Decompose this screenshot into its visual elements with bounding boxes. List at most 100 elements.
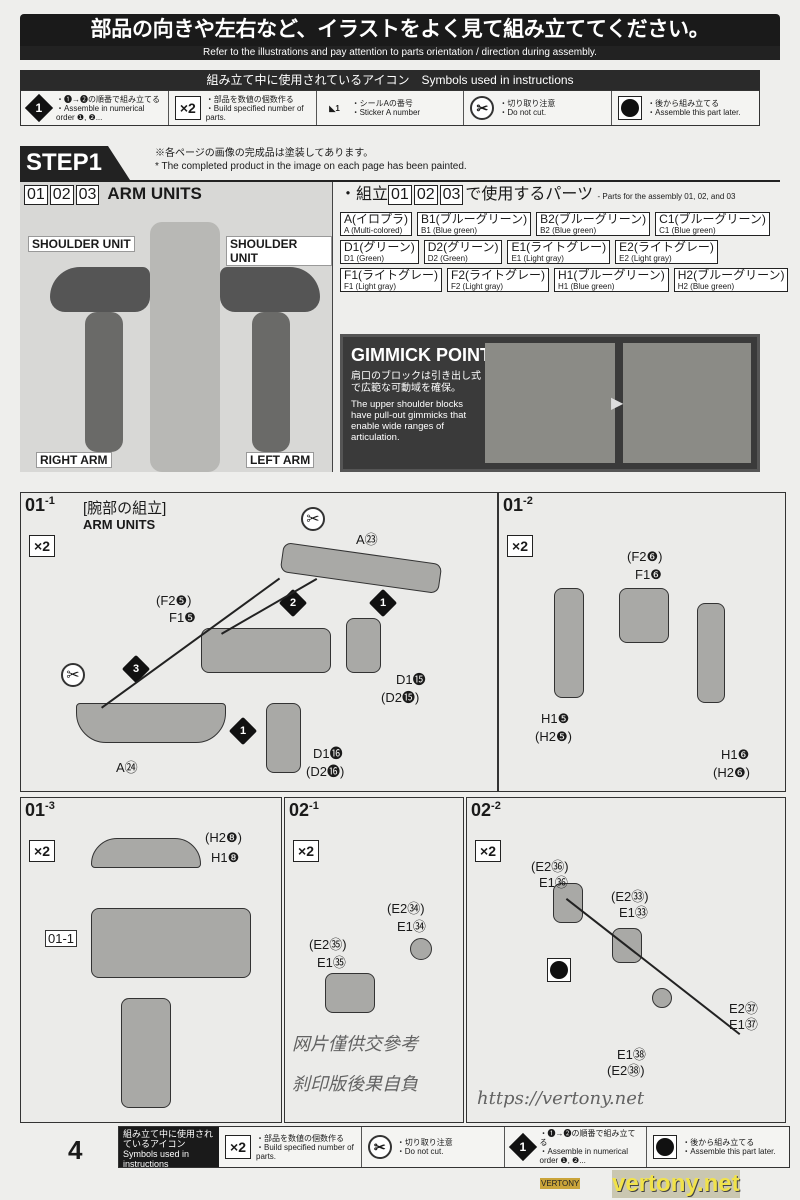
part-runner-label: D2(グリーン) [427,240,499,254]
part-runner-label: D1(グリーン)D1 (Green) [340,240,419,264]
part-runner-label: F2(ライトグレー)F2 (Light gray) [447,268,549,292]
part-runner-label: D1 (Green) [344,254,385,263]
shoulder-unit-label: SHOULDER UNIT [226,236,332,266]
part-label: (H2❽) [205,830,242,845]
symbols-title: 組み立て中に使用されているアイコン Symbols used in instru… [20,70,760,90]
part-runner-label: H1(ブルーグリーン) [558,268,665,282]
page-number: 4 [68,1135,83,1165]
watermark-text: 刹印版後果自負 [292,1074,418,1095]
part-runner-label: E1(ライトグレー)E1 (Light gray) [507,240,611,264]
part-runner-label: E2(ライトグレー) [619,240,714,254]
part-runner-label: E2 (Light gray) [619,254,672,263]
part-label: (F2❺) [156,593,192,608]
do-not-cut-icon: ✂ [367,1135,392,1159]
section-title-en: ARM UNITS [83,517,156,532]
part-runner-label: B1(ブルーグリーン)B1 (Blue green) [417,212,532,236]
part-runner-label: C1(ブルーグリーン) [659,212,766,226]
do-not-cut-icon: ✂ [301,507,325,531]
part-runner-label: A(イロプラ)A (Multi-colored) [340,212,412,236]
part-runner-label: B1 (Blue green) [421,226,478,235]
gimmick-text-ja: 肩口のブロックは引き出し式で広範な可動域を確保。 [351,371,481,394]
do-not-cut-icon: ✂ [470,96,495,120]
gimmick-title: GIMMICK POINT [351,345,491,365]
step-note: ※各ページの画像の完成品は塗装してあります。* The completed pr… [155,148,467,172]
step-number-icon: 1 [228,716,258,746]
section-02-2: 02-2 ×2 (E2㊱) E1㊱ (E2㉝) E1㉝ E2㊲ E1㊲ E1㊳ … [466,797,786,1123]
part-runner-label: C1(ブルーグリーン)C1 (Blue green) [655,212,770,236]
part-label: E1㉞ [397,919,426,934]
symbol-build-count: ×2・部品を数値の個数作る・Build specified number of … [169,91,317,125]
part-label: E1㉟ [317,955,346,970]
watermark-badge: VERTONY [540,1178,581,1189]
part-label: D1⓰ [313,746,343,761]
part-runner-label: A (Multi-colored) [344,226,403,235]
part-label: F1❺ [169,610,196,625]
part-label: H1❻ [721,747,750,762]
part-runner-label: E2(ライトグレー)E2 (Light gray) [615,240,718,264]
part-label: (E2㉟) [309,937,347,952]
part-runner-label: H2 (Blue green) [677,282,735,291]
part-label: (E2㊱) [531,859,569,874]
section-02-1: 02-1 ×2 (E2㉞) E1㉞ (E2㉟) E1㉟ [284,797,464,1123]
part-label: (H2❺) [535,729,572,744]
symbol-sticker: ◣1・シールAの番号・Sticker A number [317,91,465,125]
x2-icon: ×2 [29,535,55,557]
x2-icon: ×2 [225,1135,251,1159]
sticker-icon: ◣1 [329,103,340,113]
part-label: H1❽ [211,850,240,865]
page-title: 部品の向きや左右など、イラストをよく見て組み立ててください。 [20,14,780,46]
assemble-later-icon [653,1135,678,1159]
part-label: E2㊲ [729,1001,758,1016]
left-arm-label: LEFT ARM [246,452,315,468]
numbered-diamond-icon: 1 [508,1132,537,1162]
symbols-legend: 1・❶→❷の順番で組み立てる・Assemble in numerical ord… [20,90,760,126]
assemble-later-icon [618,96,643,120]
footer-title: 組み立て中に使用されているアイコン Symbols used in instru… [119,1127,219,1169]
step-number-icon: 1 [368,588,398,618]
part-runner-label: F2 (Light gray) [451,282,504,291]
x2-icon: ×2 [29,840,55,862]
part-label: E1㊲ [729,1017,758,1032]
gimmick-text-en: The upper shoulder blocks have pull-out … [351,399,467,443]
do-not-cut-icon: ✂ [61,663,85,687]
part-runner-label: E1(ライトグレー) [511,240,607,254]
x2-icon: ×2 [174,96,201,120]
x2-icon: ×2 [507,535,533,557]
part-runner-label: B2(ブルーグリーン) [540,212,647,226]
gimmick-photo-after [623,343,751,463]
part-runner-label: B2 (Blue green) [540,226,597,235]
section-title: [腕部の組立] [83,500,167,517]
part-runner-label: H2(ブルーグリーン)H2 (Blue green) [673,268,789,292]
part-label: (E2㉝) [611,889,649,904]
part-runner-label: F1 (Light gray) [344,282,397,291]
assemble-later-icon [547,958,571,982]
symbol-numbered-order: 1・❶→❷の順番で組み立てる・Assemble in numerical ord… [21,91,169,125]
part-runner-label: F2(ライトグレー) [451,268,545,282]
part-runner-label: B1(ブルーグリーン) [421,212,528,226]
part-label: D1⓯ [396,672,426,687]
shoulder-unit-label: SHOULDER UNIT [28,236,135,252]
section-01-3: 01-3 ×2 (H2❽) H1❽ 01-1 [20,797,282,1123]
part-runner-label: F1(ライトグレー)F1 (Light gray) [340,268,442,292]
watermark-text: 网片僅供交參考 [292,1034,418,1055]
part-label: E1㊱ [539,875,568,890]
part-label: (D2⓯) [381,690,420,705]
part-label: (F2❻) [627,549,663,564]
part-runner-label: D1(グリーン) [344,240,415,254]
part-label: H1❺ [541,711,570,726]
gimmick-point-panel: GIMMICK POINT 肩口のブロックは引き出し式で広範な可動域を確保。 T… [340,334,760,472]
part-label: (D2⓰) [306,764,345,779]
part-runner-label: D2(グリーン)D2 (Green) [423,240,503,264]
part-label: (E2㊳) [607,1063,645,1078]
x2-icon: ×2 [293,840,319,862]
part-label: (H2❻) [713,765,750,780]
part-runner-label: C1 (Blue green) [659,226,716,235]
gimmick-photo-before [485,343,615,463]
part-label: A㉔ [116,760,138,775]
part-runner-label: H2(ブルーグリーン) [677,268,785,282]
section-01-2: 01-2 ×2 (F2❻) F1❻ H1❺ (H2❺) H1❻ (H2❻) [498,492,786,792]
